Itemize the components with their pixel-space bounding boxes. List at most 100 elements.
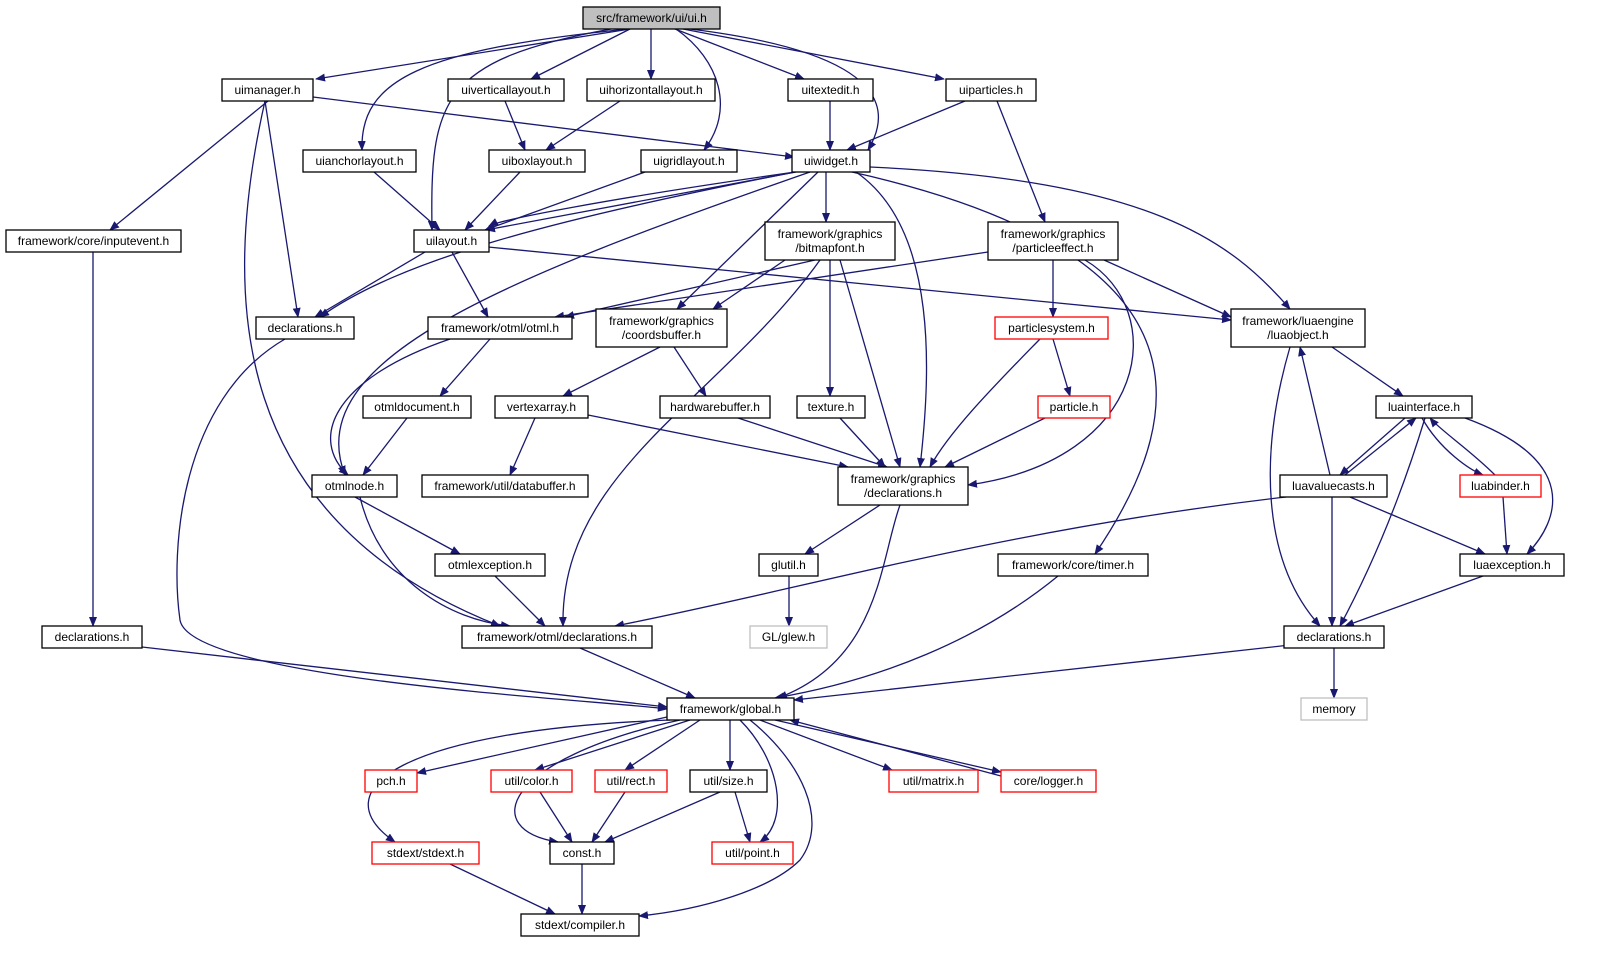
file-node-otmlnode-h[interactable]: otmlnode.h [311, 474, 398, 498]
node-label: const.h [563, 846, 602, 860]
node-box [791, 149, 871, 173]
file-node-uilayout-h[interactable]: uilayout.h [413, 229, 490, 253]
node-label: uianchorlayout.h [315, 154, 403, 168]
node-box [1279, 474, 1388, 498]
node-box [595, 308, 728, 348]
file-node-bitmapfont-h[interactable]: framework/graphics/bitmapfont.h [764, 221, 896, 261]
file-node-otmldocument-h[interactable]: otmldocument.h [362, 395, 472, 419]
dependency-arrow [449, 863, 556, 915]
dependency-arrow [314, 251, 426, 318]
node-box [427, 316, 573, 340]
file-node-size-h[interactable]: util/size.h [689, 769, 768, 793]
node-box [659, 395, 771, 419]
file-node-otml-h[interactable]: framework/otml/otml.h [427, 316, 573, 340]
file-node-timer-h[interactable]: framework/core/timer.h [997, 553, 1149, 577]
node-box [586, 78, 716, 102]
file-node-point-h[interactable]: util/point.h [711, 841, 794, 865]
file-node-uigridlayout-h[interactable]: uigridlayout.h [640, 149, 738, 173]
node-box [255, 316, 355, 340]
file-node-uiwidget-h[interactable]: uiwidget.h [791, 149, 871, 173]
file-node-luabinder-h[interactable]: luabinder.h [1459, 474, 1542, 498]
file-node-databuffer-h[interactable]: framework/util/databuffer.h [421, 474, 589, 498]
file-node-lua-declarations-h[interactable]: declarations.h [1283, 625, 1385, 649]
file-node-luavaluecasts-h[interactable]: luavaluecasts.h [1279, 474, 1388, 498]
dependency-arrow [362, 417, 408, 476]
dependency-arrow [689, 28, 880, 151]
file-node-texture-h[interactable]: texture.h [796, 395, 866, 419]
file-node-const-h[interactable]: const.h [549, 841, 615, 865]
file-node-glutil-h[interactable]: glutil.h [758, 553, 819, 577]
node-box [1283, 625, 1385, 649]
node-label: util/matrix.h [903, 774, 964, 788]
dependency-arrow [329, 338, 451, 476]
dependency-arrow [674, 28, 805, 80]
file-node-uimanager-h[interactable]: uimanager.h [221, 78, 314, 102]
file-node-luaexception-h[interactable]: luaexception.h [1459, 553, 1565, 577]
file-node-ui-h[interactable]: src/framework/ui/ui.h [582, 6, 721, 30]
dependency-arrow [1298, 346, 1331, 476]
file-node-particle-h[interactable]: particle.h [1037, 395, 1111, 419]
dependency-arrow [539, 791, 573, 843]
dependency-arrow [793, 644, 1291, 703]
file-node-particleeffect-h[interactable]: framework/graphics/particleeffect.h [987, 221, 1119, 261]
file-node-memory[interactable]: memory [1300, 697, 1368, 721]
dependency-arrow [1339, 417, 1426, 627]
dependency-arrow [789, 718, 1002, 777]
file-node-stdext-h[interactable]: stdext/stdext.h [371, 841, 480, 865]
file-node-color-h[interactable]: util/color.h [490, 769, 573, 793]
file-node-uianchorlayout-h[interactable]: uianchorlayout.h [302, 149, 417, 173]
file-node-core-declarations-h[interactable]: declarations.h [41, 625, 143, 649]
dependency-arrow [484, 171, 646, 231]
node-box [994, 316, 1109, 340]
node-box [413, 229, 490, 253]
node-label: uitextedit.h [801, 83, 859, 97]
node-label: glutil.h [771, 558, 806, 572]
file-node-uiverticallayout-h[interactable]: uiverticallayout.h [447, 78, 565, 102]
file-node-logger-h[interactable]: core/logger.h [1000, 769, 1097, 793]
file-node-graphics-declarations-h[interactable]: framework/graphics/declarations.h [837, 466, 969, 506]
file-node-glew-h[interactable]: GL/glew.h [749, 625, 828, 649]
file-node-uihorizontallayout-h[interactable]: uihorizontallayout.h [586, 78, 716, 102]
file-node-uiparticles-h[interactable]: uiparticles.h [945, 78, 1037, 102]
dependency-arrow [558, 259, 821, 627]
node-box [461, 625, 653, 649]
file-node-matrix-h[interactable]: util/matrix.h [888, 769, 979, 793]
dependency-arrow [530, 28, 631, 80]
file-node-compiler-h[interactable]: stdext/compiler.h [520, 913, 640, 937]
node-box [221, 78, 314, 102]
dependency-arrow [141, 646, 668, 710]
file-node-rect-h[interactable]: util/rect.h [594, 769, 668, 793]
node-label: vertexarray.h [507, 400, 576, 414]
node-label: /declarations.h [864, 486, 942, 500]
dependency-arrow [774, 575, 1059, 701]
node-box [888, 769, 979, 793]
file-node-otmlexception-h[interactable]: otmlexception.h [434, 553, 546, 577]
node-label: uiparticles.h [959, 83, 1023, 97]
node-box [764, 221, 896, 261]
node-box [749, 625, 828, 649]
dependency-arrow [359, 496, 511, 630]
file-node-luaobject-h[interactable]: framework/luaengine/luaobject.h [1230, 308, 1366, 348]
dependency-arrow [604, 791, 721, 843]
node-label: framework/graphics [851, 472, 956, 486]
node-label: /luaobject.h [1267, 328, 1328, 342]
file-node-inputevent-h[interactable]: framework/core/inputevent.h [5, 229, 182, 253]
file-node-otml-declarations-h[interactable]: framework/otml/declarations.h [461, 625, 653, 649]
dependency-arrow [487, 246, 1232, 324]
node-label: declarations.h [55, 630, 130, 644]
file-node-pch-h[interactable]: pch.h [364, 769, 418, 793]
node-label: util/rect.h [607, 774, 656, 788]
file-node-uiboxlayout-h[interactable]: uiboxlayout.h [488, 149, 586, 173]
file-node-hardwarebuffer-h[interactable]: hardwarebuffer.h [659, 395, 771, 419]
node-box [364, 769, 418, 793]
node-box [796, 395, 866, 419]
file-node-vertexarray-h[interactable]: vertexarray.h [494, 395, 589, 419]
file-node-luainterface-h[interactable]: luainterface.h [1375, 395, 1473, 419]
file-node-ui-declarations-h[interactable]: declarations.h [255, 316, 355, 340]
file-node-global-h[interactable]: framework/global.h [666, 697, 795, 721]
file-node-particlesystem-h[interactable]: particlesystem.h [994, 316, 1109, 340]
file-node-coordsbuffer-h[interactable]: framework/graphics/coordsbuffer.h [595, 308, 728, 348]
file-node-uitextedit-h[interactable]: uitextedit.h [787, 78, 874, 102]
node-label: declarations.h [1297, 630, 1372, 644]
node-box [447, 78, 565, 102]
